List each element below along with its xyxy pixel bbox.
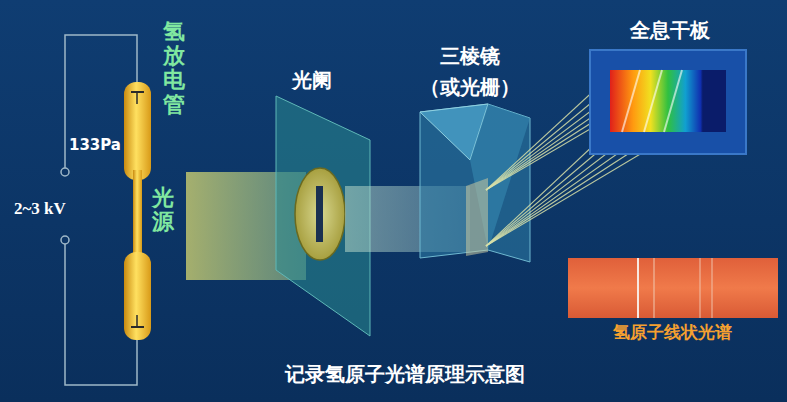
aperture-label: 光阑 (292, 68, 332, 92)
source-label: 光源 (152, 186, 174, 234)
spectrum-label: 氢原子线状光谱 (613, 322, 732, 342)
prism-label: 三棱镜 (440, 44, 500, 68)
grating-note: （或光栅） (420, 75, 520, 99)
pressure-value: 133Pa (69, 136, 121, 154)
voltage-value: 2~3 kV (14, 199, 66, 219)
plate-label: 全息干板 (630, 18, 710, 42)
figure-caption: 记录氢原子光谱原理示意图 (285, 362, 525, 386)
tube-name: 氢放电管 (163, 20, 185, 117)
